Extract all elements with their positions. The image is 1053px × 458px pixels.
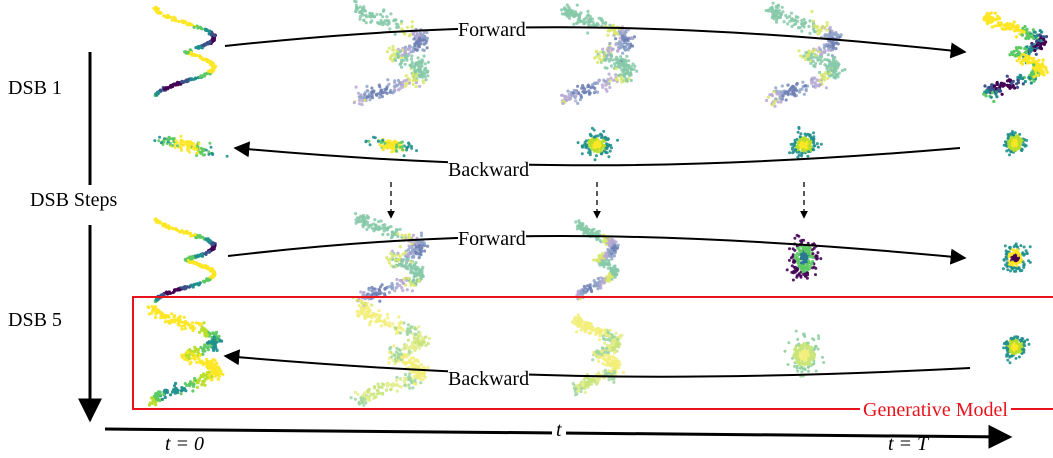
forward-arrow-bottom	[227, 235, 967, 265]
backward-arrow-bottom	[223, 349, 971, 378]
forward-arrow-top	[224, 26, 967, 59]
backward-label-top: Backward	[448, 159, 530, 181]
generative-model-label: Generative Model	[860, 400, 1011, 420]
scatter-panels	[146, 0, 1049, 407]
backward-label-bottom: Backward	[448, 368, 530, 390]
forward-label-bottom: Forward	[458, 228, 526, 250]
forward-label-top: Forward	[458, 19, 526, 41]
generative-model-box	[132, 296, 1053, 410]
time-end-label: t = T	[888, 433, 929, 455]
dsb5-label: DSB 5	[8, 309, 62, 331]
backward-arrow-top	[233, 141, 961, 167]
time-start-label: t = 0	[165, 433, 205, 455]
time-axis-label: t	[552, 420, 566, 440]
dsb-steps-label: DSB Steps	[30, 189, 118, 211]
dsb1-label: DSB 1	[8, 77, 62, 99]
